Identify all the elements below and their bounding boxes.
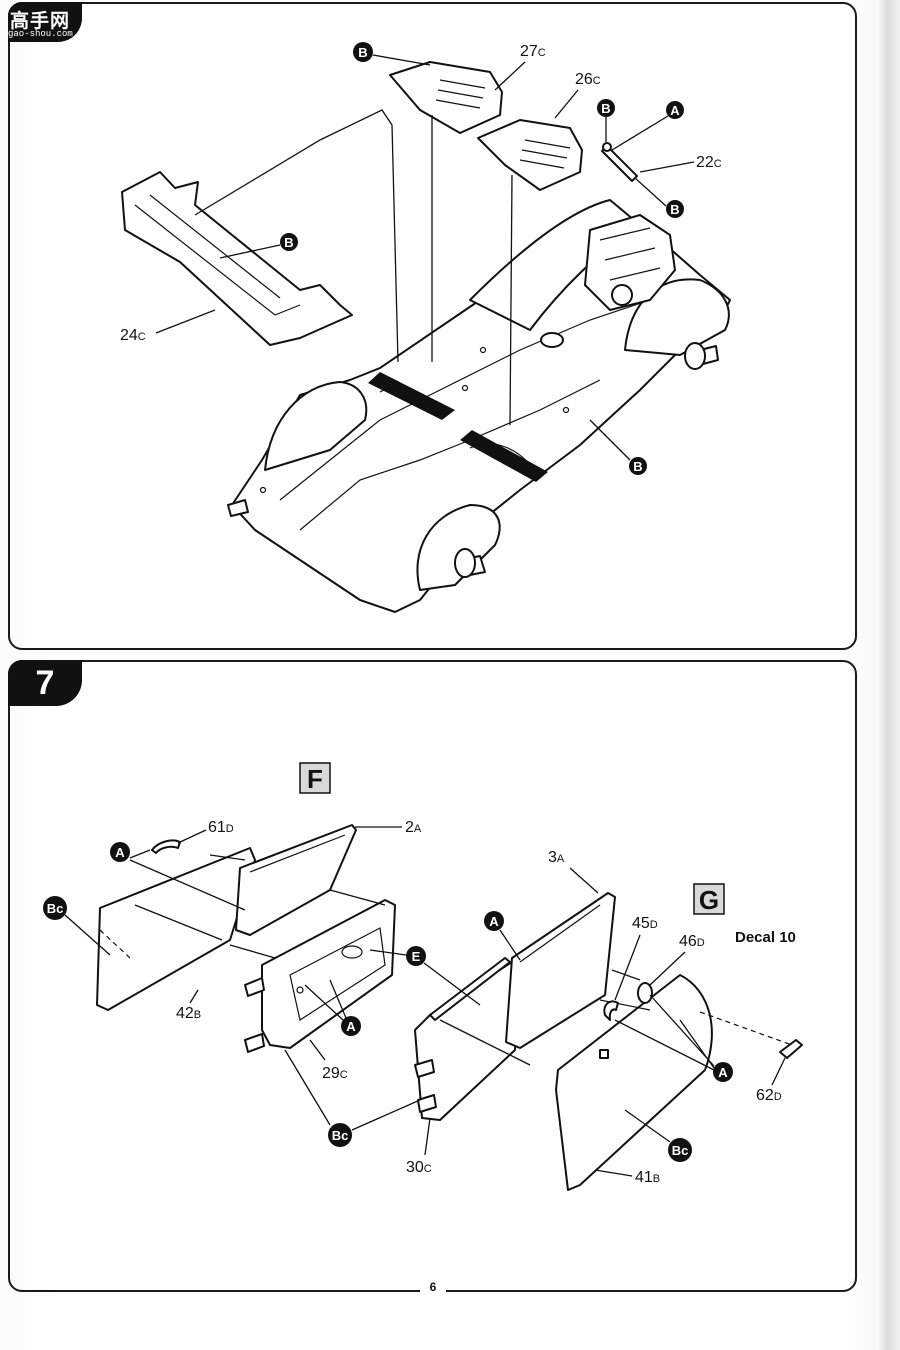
svg-text:E: E xyxy=(412,949,421,964)
badge-bc-left: Bc xyxy=(43,896,67,920)
label-42b: 42B xyxy=(176,1005,201,1022)
badge-bc-mid: Bc xyxy=(328,1123,352,1147)
assembly-panel-top xyxy=(8,2,857,650)
window-3a xyxy=(505,892,616,1049)
svg-text:B: B xyxy=(670,202,679,217)
label-29c: 29C xyxy=(322,1065,348,1082)
label-61d: 61D xyxy=(208,819,234,836)
label-30c: 30C xyxy=(406,1159,432,1176)
svg-text:B: B xyxy=(358,45,367,60)
badge-e: E xyxy=(406,946,426,966)
label-2a: 2A xyxy=(405,819,422,836)
label-45d: 45D xyxy=(632,915,658,932)
seat-27c xyxy=(389,61,503,134)
knob-46d xyxy=(637,982,653,1004)
door-inner-29c xyxy=(244,899,396,1053)
badge-b3: B xyxy=(666,200,684,218)
label-3a: 3A xyxy=(548,849,565,866)
badge-b5: B xyxy=(629,457,647,475)
svg-text:A: A xyxy=(718,1065,728,1080)
svg-text:B: B xyxy=(284,235,293,250)
badge-a-mid: A xyxy=(341,1016,361,1036)
svg-text:A: A xyxy=(115,845,125,860)
handle-45d xyxy=(599,1000,619,1059)
gear-lever-22c xyxy=(601,142,638,182)
handle-61d xyxy=(151,839,181,854)
badge-a-right2: A xyxy=(713,1062,733,1082)
corner-tab xyxy=(8,2,82,42)
step-number: 7 xyxy=(8,660,82,706)
badge-a-left: A xyxy=(110,842,130,862)
rear-panel-24c xyxy=(121,171,353,346)
seat-26c xyxy=(477,119,583,191)
label-decal-10: Decal 10 xyxy=(735,929,796,946)
badge-b4: B xyxy=(280,233,298,251)
logo-subtext: gao-shou.com xyxy=(8,29,73,39)
svg-text:A: A xyxy=(489,914,499,929)
label-24c: 24C xyxy=(120,327,146,344)
badge-a-right: A xyxy=(484,911,504,931)
svg-text:Bc: Bc xyxy=(332,1128,349,1143)
svg-text:Bc: Bc xyxy=(672,1143,689,1158)
label-22c: 22C xyxy=(696,154,722,171)
badge-b1: B xyxy=(353,42,373,62)
svg-text:A: A xyxy=(346,1019,356,1034)
badge-a: A xyxy=(666,101,684,119)
label-41b: 41B xyxy=(635,1169,660,1186)
svg-text:B: B xyxy=(601,101,610,116)
svg-text:G: G xyxy=(699,885,719,915)
subassembly-f-box: F xyxy=(299,762,331,794)
door-card-42b xyxy=(96,847,256,1011)
svg-text:Bc: Bc xyxy=(47,901,64,916)
badge-b2: B xyxy=(597,99,615,117)
label-27c: 27C xyxy=(520,43,546,60)
logo-text: 高手网 xyxy=(10,11,71,32)
page-edge xyxy=(876,0,900,1350)
svg-text:F: F xyxy=(307,764,323,794)
door-shell-30c xyxy=(414,957,521,1121)
chassis-drawing xyxy=(227,199,731,613)
label-46d: 46D xyxy=(679,933,705,950)
handle-62d xyxy=(779,1039,803,1059)
site-logo: 高手网 gao-shou.com xyxy=(4,2,76,42)
label-62d: 62D xyxy=(756,1087,782,1104)
subassembly-g-box: G xyxy=(693,883,725,915)
page-number: 6 xyxy=(420,1280,446,1300)
badge-bc-right: Bc xyxy=(668,1138,692,1162)
svg-text:A: A xyxy=(670,103,680,118)
window-2a xyxy=(235,824,357,936)
label-26c: 26C xyxy=(575,71,601,88)
svg-text:B: B xyxy=(633,459,642,474)
